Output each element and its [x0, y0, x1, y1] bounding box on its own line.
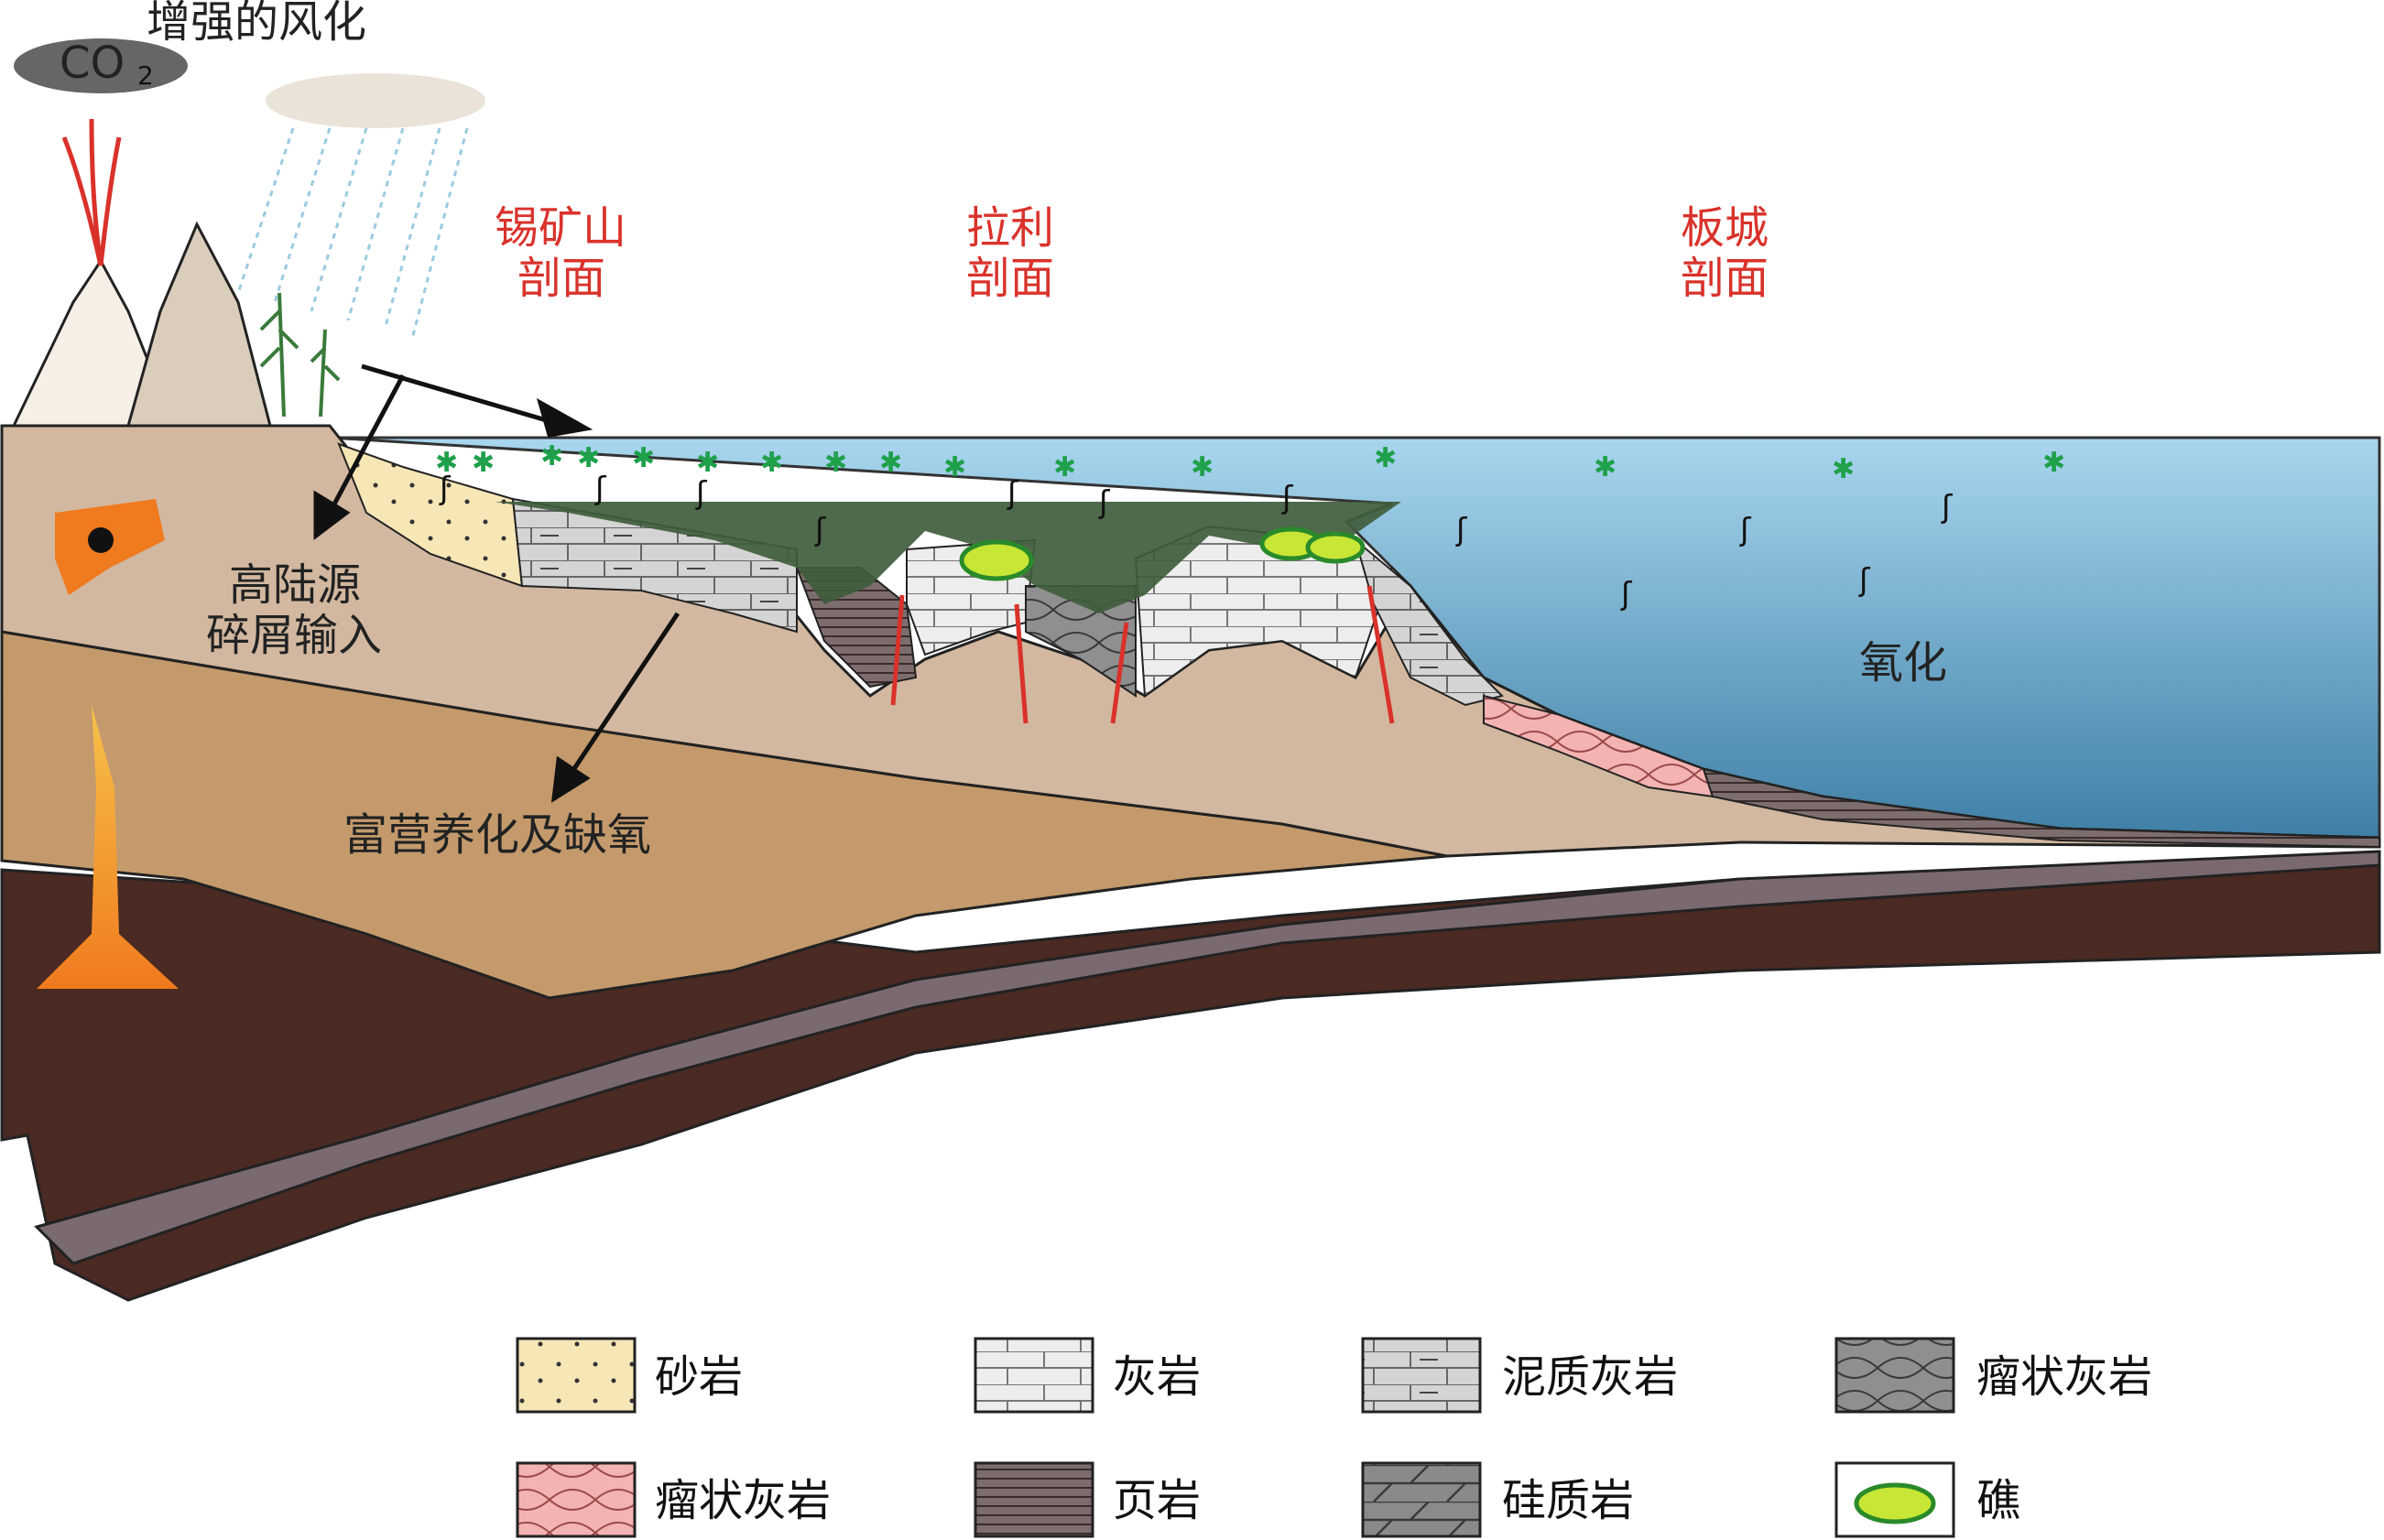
anoxic-water	[495, 502, 1401, 613]
trees	[259, 292, 341, 418]
eruption	[61, 118, 122, 266]
legend-swatch-siliceous-rock	[1361, 1461, 1482, 1538]
pink-nodular-limestone	[1483, 694, 1715, 798]
svg-text:✱: ✱	[632, 442, 655, 474]
svg-text:✱: ✱	[1191, 451, 1214, 483]
svg-text:ʃ: ʃ	[1739, 512, 1752, 548]
legend-swatch-nodular-limestone-pink	[516, 1461, 637, 1538]
svg-text:ʃ: ʃ	[695, 475, 708, 512]
mountain	[126, 221, 272, 428]
svg-text:✱: ✱	[943, 451, 966, 483]
flow-arrows	[313, 363, 680, 803]
legend-swatch-nodular-limestone-gray	[1834, 1337, 1955, 1414]
co2-label: CO	[60, 38, 125, 89]
legend-label-siliceous-rock: 硅质岩	[1502, 1475, 1634, 1526]
hydrothermal-vents	[890, 585, 1395, 724]
legend-label-limestone: 灰岩	[1113, 1351, 1201, 1403]
svg-text:ʃ: ʃ	[1620, 576, 1633, 613]
legend-label-reef: 礁	[1976, 1475, 2020, 1526]
co2-subscript: 2	[137, 60, 154, 91]
mantle-plume	[37, 705, 179, 989]
svg-text:✱: ✱	[696, 447, 719, 479]
rain-cloud	[266, 73, 485, 128]
svg-text:ʃ: ʃ	[439, 471, 452, 507]
eutrophication-label: 富营养化及缺氧	[343, 809, 651, 861]
small-organisms: ʃ ʃ ʃ ʃ ʃ ʃ ʃ ʃ ʃ ʃ ʃ ʃ	[439, 471, 1954, 613]
section-lali-line1: 拉利	[966, 202, 1054, 254]
legend-label-nodular-limestone-pink: 瘤状灰岩	[655, 1475, 831, 1526]
svg-text:ʃ: ʃ	[1455, 512, 1468, 548]
svg-text:✱: ✱	[1832, 453, 1855, 485]
svg-text:ʃ: ʃ	[1858, 562, 1871, 599]
svg-text:ʃ: ʃ	[814, 512, 827, 548]
weathering-label: 增强的风化	[147, 0, 366, 48]
svg-text:✱: ✱	[472, 447, 495, 479]
deep-basin-strip	[1702, 767, 2380, 849]
plankton-stars: ✱ ✱ ✱ ✱ ✱ ✱ ✱ ✱ ✱ ✱ ✱ ✱ ✱ ✱ ✱ ✱	[435, 440, 2065, 485]
svg-text:✱: ✱	[824, 447, 847, 479]
legend-swatch-argillaceous-limestone	[1361, 1337, 1482, 1414]
legend-swatch-sandstone	[516, 1337, 637, 1414]
svg-text:ʃ: ʃ	[1941, 489, 1954, 526]
svg-text:✱: ✱	[1594, 451, 1617, 483]
magma-core	[88, 527, 114, 553]
reef-1	[959, 539, 1034, 581]
subducting-slab	[34, 850, 2381, 1265]
svg-text:✱: ✱	[1374, 442, 1397, 474]
svg-text:ʃ: ʃ	[1098, 484, 1111, 521]
rain	[236, 127, 469, 340]
svg-text:ʃ: ʃ	[1281, 480, 1294, 516]
section-lali-line2: 剖面	[966, 253, 1054, 304]
legend-swatch-reef	[1854, 1482, 1936, 1524]
co2-cloud	[14, 38, 188, 93]
legend-label-shale: 页岩	[1113, 1475, 1201, 1526]
legend-label-nodular-limestone-gray: 瘤状灰岩	[1976, 1351, 2152, 1403]
svg-text:✱: ✱	[2042, 447, 2065, 479]
legend-swatch-limestone	[974, 1337, 1094, 1414]
source-label-line2: 碎屑输入	[206, 610, 382, 661]
svg-text:✱: ✱	[435, 447, 458, 479]
oxidation-label: 氧化	[1859, 637, 1947, 689]
legend-label-sandstone: 砂岩	[655, 1351, 743, 1403]
svg-text:✱: ✱	[879, 447, 902, 479]
svg-text:ʃ: ʃ	[594, 471, 607, 507]
section-bancheng-line1: 板城	[1681, 202, 1769, 254]
svg-text:✱: ✱	[1053, 451, 1076, 483]
svg-text:✱: ✱	[760, 447, 783, 479]
legend-swatch-shale	[974, 1461, 1094, 1538]
svg-text:ʃ: ʃ	[1007, 475, 1019, 512]
svg-text:✱: ✱	[577, 442, 600, 474]
legend-label-argillaceous-limestone: 泥质灰岩	[1502, 1351, 1678, 1403]
svg-text:✱: ✱	[540, 440, 563, 472]
section-xikuangshan-line1: 锡矿山	[495, 202, 626, 254]
section-bancheng-line2: 剖面	[1681, 253, 1769, 304]
legend: 砂岩 灰岩 泥质灰岩 瘤状灰岩 瘤状灰岩 页岩 硅质岩 礁	[516, 1337, 2152, 1538]
section-xikuangshan-line2: 剖面	[517, 253, 605, 304]
reef-3	[1305, 531, 1366, 564]
source-label-line1: 高陆源	[229, 559, 361, 611]
